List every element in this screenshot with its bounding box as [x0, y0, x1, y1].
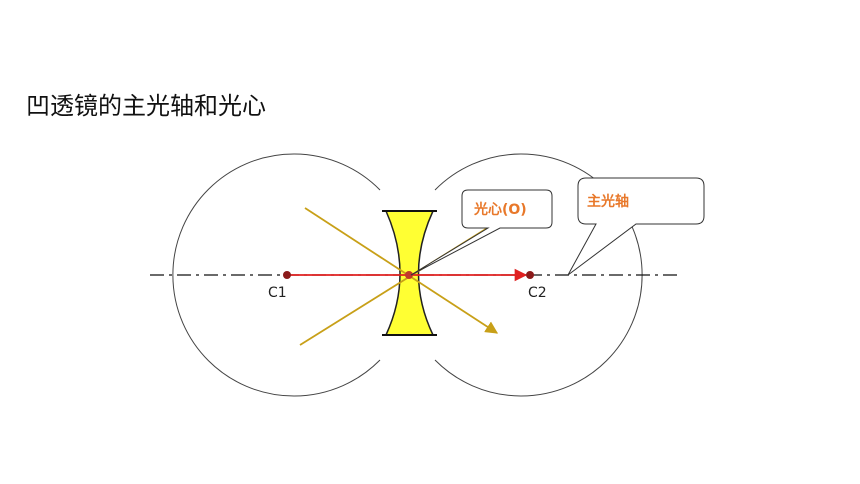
c1-point: [283, 271, 291, 279]
c2-label: C2: [528, 285, 547, 301]
left-sphere-circle: [172, 153, 381, 397]
ray-descending: [304, 207, 499, 334]
c2-point: [526, 271, 534, 279]
page-title: 凹透镜的主光轴和光心: [26, 92, 266, 120]
principal-axis-label: 主光轴: [587, 194, 629, 210]
principal-axis-callout: [567, 177, 705, 276]
c1-label: C1: [268, 285, 287, 301]
optical-center-callout: [410, 189, 553, 276]
optical-center-label: 光心(O): [474, 202, 527, 218]
optical-center-point: [405, 271, 413, 279]
